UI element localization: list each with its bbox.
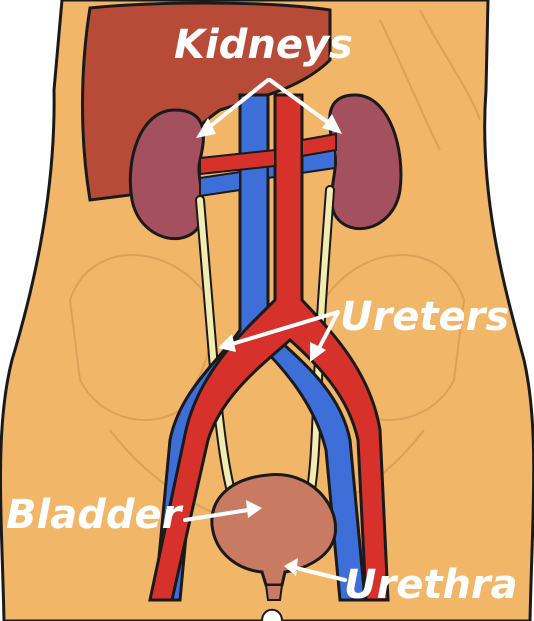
urethra	[266, 585, 282, 600]
urethra-label: Urethra	[344, 562, 518, 608]
ureters-label: Ureters	[340, 294, 509, 340]
kidneys-label: Kidneys	[174, 22, 353, 68]
bladder-label: Bladder	[6, 492, 184, 538]
